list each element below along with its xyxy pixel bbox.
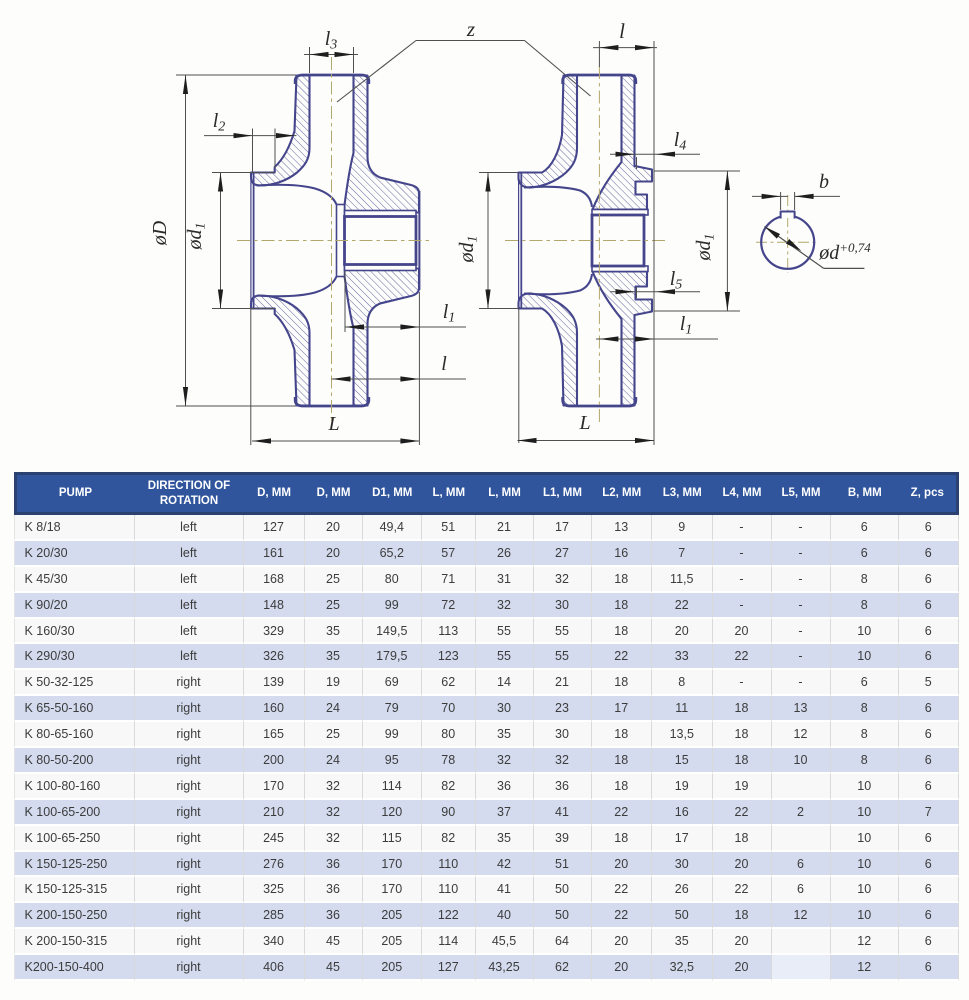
svg-text:l4: l4 xyxy=(674,129,687,154)
svg-text:L: L xyxy=(327,413,339,435)
svg-text:l3: l3 xyxy=(325,28,338,53)
svg-text:b: b xyxy=(819,171,829,193)
svg-text:ød1: ød1 xyxy=(456,236,481,264)
svg-text:l1: l1 xyxy=(443,301,456,326)
svg-text:l5: l5 xyxy=(670,268,683,293)
svg-text:l1: l1 xyxy=(680,313,693,338)
svg-text:ød1: ød1 xyxy=(693,234,718,262)
svg-text:øD: øD xyxy=(149,220,171,246)
svg-text:l: l xyxy=(441,353,447,375)
svg-text:l: l xyxy=(619,19,625,43)
svg-text:l2: l2 xyxy=(213,110,226,135)
svg-text:ød+0,74: ød+0,74 xyxy=(818,240,871,264)
svg-text:z: z xyxy=(466,17,475,41)
svg-text:L: L xyxy=(578,412,590,434)
svg-text:ød1: ød1 xyxy=(184,223,209,251)
